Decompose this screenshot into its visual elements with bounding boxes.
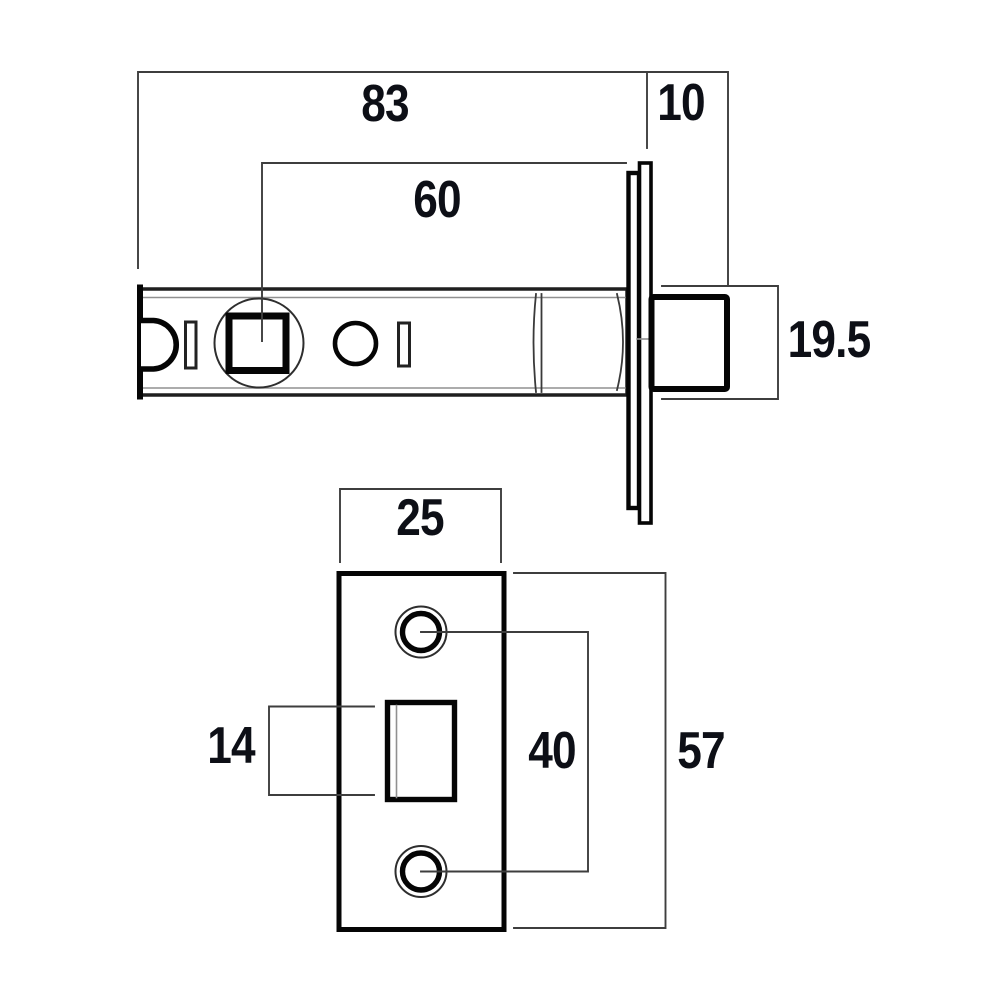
case-divider-curve xyxy=(532,293,537,393)
side-view xyxy=(137,71,779,525)
case-slot-right xyxy=(397,321,411,368)
dim-label-bolt-projection: 10 xyxy=(657,74,705,132)
latch-bolt xyxy=(648,294,730,392)
bolt-cutout xyxy=(384,699,458,803)
latch-case-outline xyxy=(137,287,629,397)
dim-line-40 xyxy=(420,631,589,873)
faceplate-view xyxy=(268,488,667,932)
spindle-boss-circle xyxy=(213,297,305,389)
dim-line-14 xyxy=(268,705,375,796)
dim-label-plate-width: 25 xyxy=(396,489,444,547)
backplate-edge xyxy=(626,170,642,511)
dim-label-cutout-width: 14 xyxy=(207,717,255,775)
dim-line-25 xyxy=(339,488,502,563)
dim-label-overall-length: 83 xyxy=(361,75,409,133)
dim-label-bolt-height: 19.5 xyxy=(787,311,871,369)
dim-line-83-10 xyxy=(137,71,729,285)
dim-line-60 xyxy=(261,162,627,342)
spindle-follower-square xyxy=(225,312,290,374)
case-slot-left xyxy=(184,320,198,370)
dim-label-plate-height: 57 xyxy=(677,722,725,780)
dim-line-57 xyxy=(513,572,667,929)
fixing-hole-circle xyxy=(332,320,379,367)
bolt-rear-arc xyxy=(615,292,624,392)
dim-line-19-5 xyxy=(661,285,779,400)
dim-label-screw-centres: 40 xyxy=(528,722,576,780)
case-left-notch xyxy=(138,317,180,372)
dim-label-backset: 60 xyxy=(413,171,461,229)
